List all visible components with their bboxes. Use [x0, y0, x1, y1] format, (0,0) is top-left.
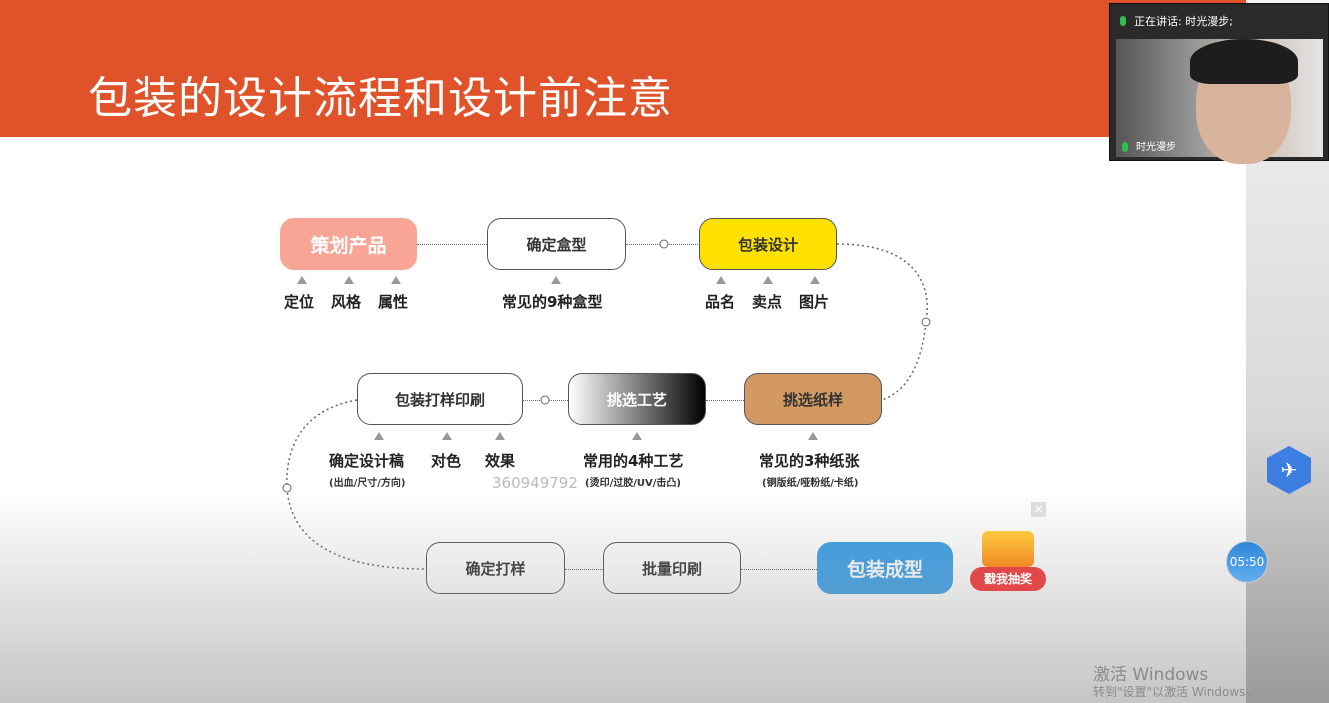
- timer-badge[interactable]: 05:50: [1226, 541, 1268, 583]
- step-box-type: 确定盒型: [487, 218, 626, 270]
- connector: [706, 400, 744, 401]
- note: 品名: [705, 293, 736, 311]
- slide-title: 包装的设计流程和设计前注意: [88, 73, 673, 124]
- note: 风格: [331, 293, 362, 311]
- activation-subtitle: 转到"设置"以激活 Windows。: [1093, 685, 1258, 699]
- close-lottery-button[interactable]: ×: [1031, 502, 1046, 517]
- note-detail: (出血/尺寸/方向): [329, 478, 406, 489]
- note: 常见的3种纸张: [759, 452, 860, 470]
- slide-header: 包装的设计流程和设计前注意: [0, 0, 1246, 137]
- step-plan-product: 策划产品: [280, 218, 417, 270]
- lottery-label: 戳我抽奖: [970, 567, 1046, 591]
- step-choose-craft: 挑选工艺: [568, 373, 706, 425]
- note: 对色: [431, 452, 462, 470]
- mic-icon: [1122, 142, 1128, 152]
- connector: [417, 244, 487, 245]
- step-package-formed: 包装成型: [817, 542, 953, 594]
- bird-app-button[interactable]: ✈: [1267, 446, 1311, 494]
- note: 属性: [378, 293, 409, 311]
- slide: 包装的设计流程和设计前注意 策划产品 确定盒型 包装设计 定位 风格 属性 常见…: [0, 0, 1246, 594]
- activation-title: 激活 Windows: [1093, 665, 1209, 685]
- step-choose-paper: 挑选纸样: [744, 373, 882, 425]
- note: 定位: [284, 293, 315, 311]
- step-mass-print: 批量印刷: [603, 542, 741, 594]
- speaker-video: 时光漫步: [1116, 39, 1323, 164]
- note: 常见的9种盒型: [502, 293, 603, 311]
- mic-icon: [1120, 15, 1126, 26]
- note: 效果: [485, 452, 516, 470]
- gift-icon: [982, 531, 1034, 567]
- note-detail: (烫印/过胶/UV/击凸): [585, 478, 681, 489]
- note: 卖点: [752, 293, 783, 311]
- note: 图片: [799, 293, 830, 311]
- video-panel[interactable]: 正在讲话: 时光漫步; 时光漫步: [1109, 3, 1329, 164]
- note: 确定设计稿: [329, 452, 405, 470]
- note-detail: (铜版纸/哑粉纸/卡纸): [762, 478, 859, 489]
- curve-connectors: [282, 239, 931, 570]
- speaker-name: 时光漫步: [1136, 142, 1176, 153]
- step-package-design: 包装设计: [699, 218, 837, 270]
- watermark-number: 360949792: [492, 474, 578, 492]
- note: 常用的4种工艺: [583, 452, 684, 470]
- step-confirm-proof: 确定打样: [426, 542, 565, 594]
- lottery-widget[interactable]: 戳我抽奖: [970, 525, 1046, 593]
- speaking-status: 正在讲话: 时光漫步;: [1134, 14, 1233, 28]
- step-proof-print: 包装打样印刷: [357, 373, 523, 425]
